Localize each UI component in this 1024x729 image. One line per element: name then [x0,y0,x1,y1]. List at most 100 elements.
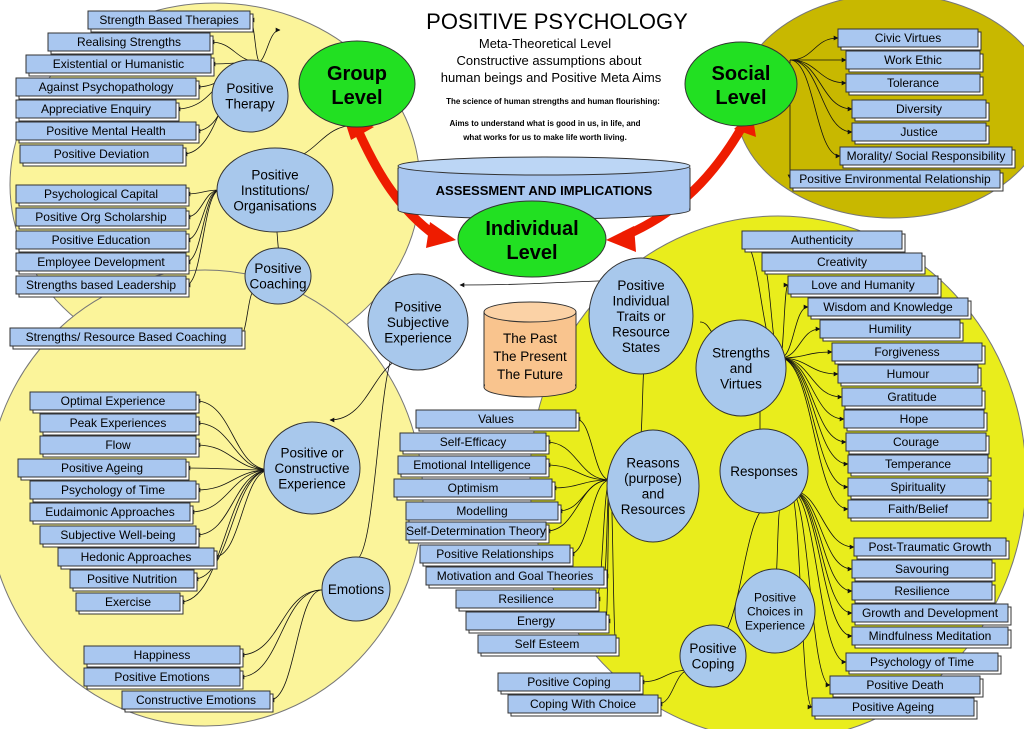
red-arrow-social-individual [622,119,749,241]
response-item: Savouring [851,559,996,582]
strength-item-label: Courage [893,435,939,449]
institution-item-label: Employee Development [37,255,165,269]
strength-item: Humility [819,319,964,342]
reasons-node-line: Resources [621,502,686,517]
reason-item: Energy [465,611,610,634]
institution-item: Positive Org Scholarship [15,207,190,230]
therapy-item: Against Psychopathology [15,77,200,100]
response-item-label: Positive Death [866,678,943,692]
connector-emotion [239,589,323,658]
response-item: Growth and Development [851,603,1012,626]
assessment-label: ASSESSMENT AND IMPLICATIONS [436,183,653,198]
responses-node-line: Responses [730,464,798,479]
reason-item-label: Self Esteem [515,637,580,651]
strength-item: Spirituality [847,477,992,500]
experience-item: Exercise [75,592,184,615]
subtitle-3: human beings and Positive Meta Aims [441,70,662,85]
time-label: The Present [493,349,567,364]
strength-item-label: Spirituality [890,480,945,494]
response-item: Positive Ageing [811,697,978,720]
experience-item: Hedonic Approaches [57,547,218,570]
individual-traits-node-line: States [622,340,661,355]
time-label: The Past [503,331,557,346]
strength-item: Authenticity [741,230,906,253]
coping-item: Positive Coping [497,672,644,695]
strength-item: Creativity [761,252,926,275]
institution-item-label: Positive Education [52,233,151,247]
connector-experience [195,469,271,538]
response-item-label: Savouring [895,562,949,576]
positive-choices-node-line: Positive [754,590,796,604]
reason-item-label: Resilience [498,592,554,606]
experience-item-label: Psychology of Time [61,483,165,497]
experience-item-label: Subjective Well-being [60,528,175,542]
header: POSITIVE PSYCHOLOGY Meta-Theoretical Lev… [426,9,688,142]
individual-level-node-line: Level [506,242,557,264]
red-arrowhead-individual-right [606,226,636,252]
social-item-label: Civic Virtues [875,31,941,45]
reason-item-label: Positive Relationships [436,547,553,561]
reason-item: Self-Efficacy [399,432,550,455]
positive-coaching-node-line: Positive [254,261,301,276]
social-item-label: Positive Environmental Relationship [799,172,991,186]
response-item-label: Psychology of Time [870,655,974,669]
subtitle-2: Constructive assumptions about [457,53,642,68]
reason-item-label: Emotional Intelligence [413,458,531,472]
response-item-label: Mindfulness Meditation [869,629,992,643]
positive-institutions-node-line: Positive [251,167,298,182]
positive-coping-node-line: Coping [692,657,735,672]
response-item-label: Positive Ageing [852,700,934,714]
experience-item-label: Peak Experiences [70,416,167,430]
reason-item-label: Self-Efficacy [440,435,506,449]
individual-traits-node-line: Positive [617,278,664,293]
connector-emotion [269,589,323,703]
positive-coaching-node-line: Coaching [249,277,306,292]
connector-experience [195,442,271,471]
therapy-item: Strength Based Therapies [87,10,254,33]
social-item-label: Tolerance [887,76,939,90]
positive-choices-node-line: Choices in [747,604,803,618]
constructive-experience-node-line: Positive or [280,445,344,460]
therapy-item-label: Realising Strengths [77,35,181,49]
strength-item: Temperance [847,454,992,477]
group-level-node-line: Level [331,87,382,109]
strength-item-label: Wisdom and Knowledge [823,300,953,314]
strength-item-label: Love and Humanity [811,278,914,292]
response-item-label: Resilience [894,584,950,598]
positive-therapy-node-line: Therapy [225,97,275,112]
positive-coping-node-line: Positive [689,641,736,656]
red-arrow-group-individual [352,126,439,240]
experience-item-label: Flow [105,438,131,452]
reasons-node-line: (purpose) [624,471,682,486]
concept-nodes: PositiveTherapyPositiveInstitutions/Orga… [211,59,816,688]
positive-institutions-node-line: Institutions/ [241,183,310,198]
institution-item: Strengths based Leadership [15,275,190,298]
reason-item: Self Esteem [477,634,620,657]
strength-item-label: Hope [900,412,929,426]
positive-choices-node-line: Experience [745,618,805,632]
therapy-item: Appreciative Enquiry [15,99,180,122]
reason-item-label: Modelling [456,504,507,518]
strength-item: Hope [843,409,988,432]
strength-item-label: Humility [869,322,912,336]
coaching-item: Strengths/ Resource Based Coaching [9,327,246,350]
social-item: Tolerance [845,73,984,96]
coaching-item-label: Strengths/ Resource Based Coaching [26,330,227,344]
strength-item: Wisdom and Knowledge [807,297,972,320]
strength-item-label: Creativity [817,255,867,269]
connector-institution [185,189,221,288]
social-item: Positive Environmental Relationship [789,169,1004,192]
connector-reason [545,462,611,481]
strength-item-label: Humour [887,367,930,381]
positive-institutions-node-line: Organisations [233,198,317,213]
connector-strength [779,357,843,400]
social-item-label: Diversity [896,102,942,116]
response-item: Post-Traumatic Growth [853,537,1010,560]
strength-item-label: Authenticity [791,233,853,247]
strength-item: Love and Humanity [787,275,942,298]
